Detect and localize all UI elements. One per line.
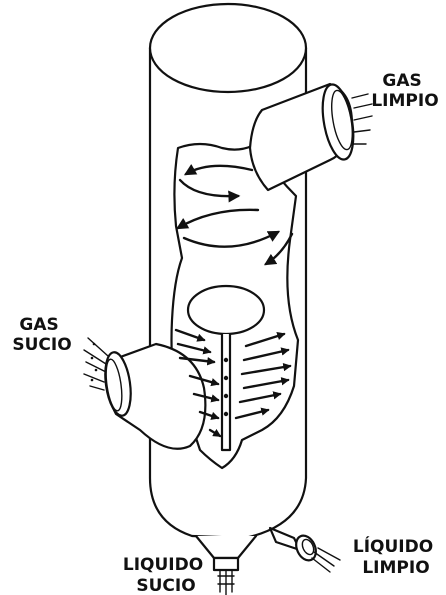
- label-gas-limpio-line2: LIMPIO: [371, 91, 438, 111]
- label-liquido-limpio-line1: LÍQUIDO: [353, 535, 433, 557]
- clean-gas-exhaust-icon: [352, 94, 372, 144]
- label-gas-limpio-line1: GAS: [382, 71, 421, 91]
- label-liquido-sucio-line1: LIQUIDO: [123, 555, 203, 575]
- dirty-gas-stream-icon: [84, 338, 108, 390]
- label-liquido-limpio: LÍQUIDO LIMPIO: [353, 535, 439, 578]
- label-gas-limpio: GAS LIMPIO: [371, 71, 438, 111]
- label-gas-sucio: GAS SUCIO: [12, 315, 71, 355]
- label-gas-sucio-line1: GAS: [19, 315, 58, 335]
- deflector-plate: [188, 286, 264, 334]
- label-liquido-sucio: LIQUIDO SUCIO: [123, 555, 209, 595]
- clean-liquid-outlet: [270, 528, 340, 572]
- label-gas-sucio-line2: SUCIO: [12, 335, 71, 355]
- label-liquido-sucio-line2: SUCIO: [136, 576, 195, 595]
- vessel-top: [150, 4, 306, 92]
- label-liquido-limpio-line2: LIMPIO: [362, 558, 429, 578]
